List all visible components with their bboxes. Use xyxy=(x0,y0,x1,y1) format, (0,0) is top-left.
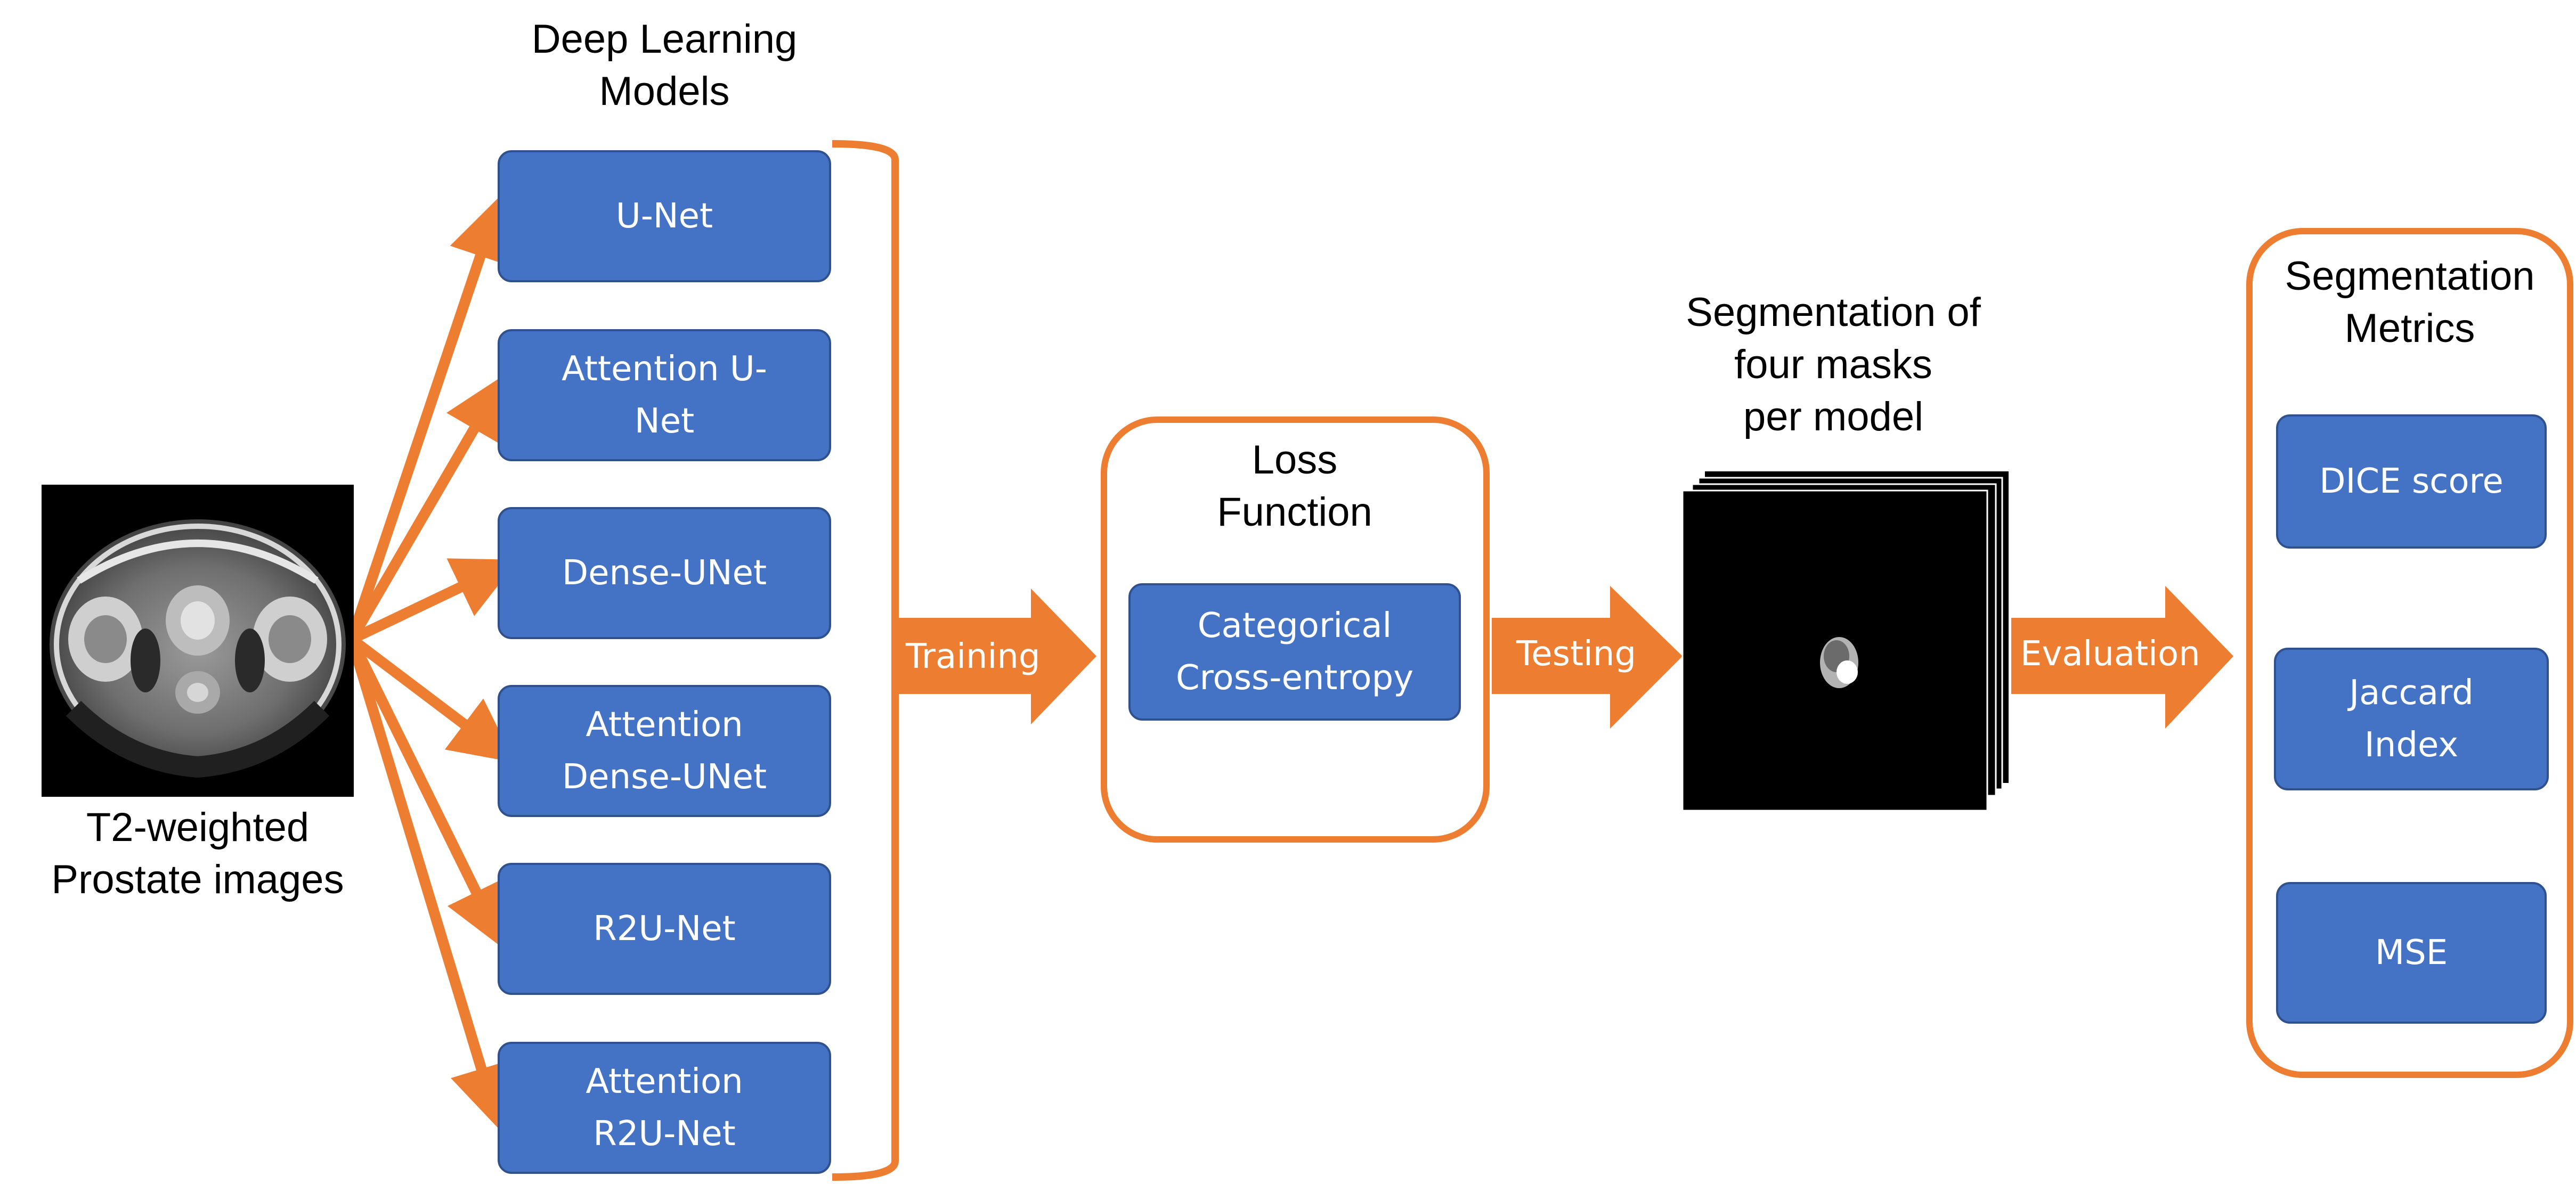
t2-prostate-mri-image xyxy=(42,485,354,797)
metrics-frame xyxy=(2246,228,2573,1078)
model-label: Dense-UNet xyxy=(562,553,767,593)
arrow-to-r2u-net xyxy=(347,636,505,950)
mask-layer xyxy=(1681,489,1988,812)
models-bracket xyxy=(832,140,899,1181)
arrow-to-attention-unet xyxy=(347,373,507,642)
loss-function-label: Categorical Cross-entropy xyxy=(1175,606,1414,698)
metric-label: DICE score xyxy=(2319,462,2504,501)
model-box-unet: U-Net xyxy=(498,150,831,282)
evaluation-arrow xyxy=(2011,586,2233,729)
arrow-to-attention-dense-unet xyxy=(348,635,515,763)
model-label: Attention Dense-UNet xyxy=(562,705,767,797)
loss-function-frame xyxy=(1101,417,1490,843)
model-label: Attention U- Net xyxy=(562,349,767,441)
loss-function-heading: Loss Function xyxy=(1217,437,1372,535)
segmentation-heading: Segmentation of four masks per model xyxy=(1686,290,1981,439)
model-label: Attention R2U-Net xyxy=(586,1062,743,1154)
metric-box-mse: MSE xyxy=(2276,882,2547,1024)
arrow-to-unet xyxy=(346,195,511,641)
testing-label: Testing xyxy=(1516,634,1636,674)
loss-function-box: Categorical Cross-entropy xyxy=(1128,583,1461,721)
central-zone-segment xyxy=(1836,660,1858,684)
evaluation-label: Evaluation xyxy=(2020,634,2200,674)
model-box-attention-dense-unet: Attention Dense-UNet xyxy=(498,685,831,817)
arrow-to-attention-r2u-net xyxy=(346,638,512,1130)
segmentation-mask-stack xyxy=(1681,471,2009,812)
metric-label: Jaccard Index xyxy=(2349,673,2474,765)
metric-box-dice-score: DICE score xyxy=(2276,414,2547,549)
model-box-r2u-net: R2U-Net xyxy=(498,863,831,995)
metrics-heading: Segmentation Metrics xyxy=(2285,254,2535,351)
model-box-attention-unet: Attention U- Net xyxy=(498,329,831,461)
models-heading: Deep Learning Models xyxy=(531,17,798,114)
training-arrow xyxy=(897,589,1096,724)
segmented-prostate-region xyxy=(1820,637,1858,688)
input-to-model-arrows xyxy=(346,195,518,1130)
metric-box-jaccard-index: Jaccard Index xyxy=(2274,648,2549,790)
model-box-attention-r2u-net: Attention R2U-Net xyxy=(498,1042,831,1174)
model-label: R2U-Net xyxy=(593,909,736,949)
testing-arrow xyxy=(1492,586,1683,729)
model-box-dense-unet: Dense-UNet xyxy=(498,507,831,639)
training-label: Training xyxy=(906,637,1041,676)
arrow-to-dense-unet xyxy=(349,558,518,644)
input-caption: T2-weighted Prostate images xyxy=(51,805,344,902)
model-label: U-Net xyxy=(615,197,713,236)
metric-label: MSE xyxy=(2375,933,2448,973)
